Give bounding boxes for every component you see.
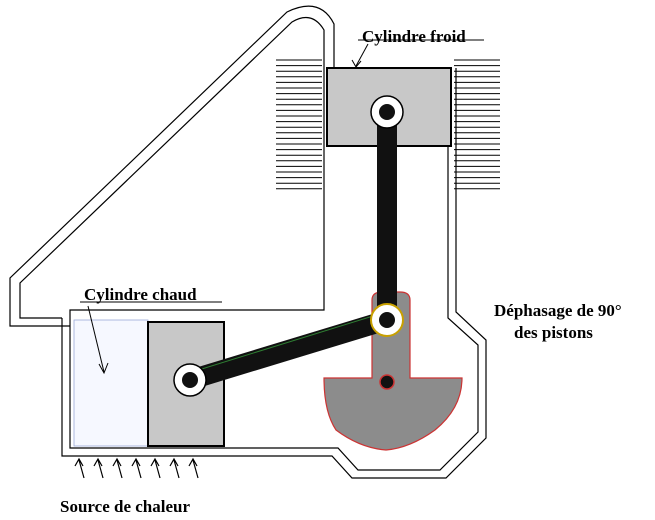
- heat-arrow: [93, 457, 104, 479]
- cooling-fins-right: [454, 59, 500, 190]
- heat-source-label: Source de chaleur: [60, 497, 190, 516]
- cold-cylinder-label: Cylindre froid: [362, 27, 466, 46]
- cold-piston-pivot: [370, 95, 404, 129]
- hot-piston: [147, 321, 225, 447]
- flywheel-axle: [379, 374, 395, 390]
- transfer-tube: [9, 5, 335, 327]
- crank-pivot: [370, 303, 404, 337]
- hot-connecting-rod: [187, 310, 390, 390]
- hot-chamber: [73, 319, 149, 447]
- cooling-fins-left: [276, 59, 322, 190]
- engine-body: [61, 68, 487, 479]
- phase-shift-label-line2: des pistons: [514, 323, 593, 342]
- heat-arrow: [74, 457, 85, 479]
- heat-arrow: [150, 457, 161, 479]
- heat-arrow: [112, 457, 123, 479]
- hot-label-pointer: [87, 305, 105, 373]
- rod-highlight: [191, 311, 387, 373]
- heat-arrow: [131, 457, 142, 479]
- phase-shift-label-line1: Déphasage de 90°: [494, 301, 622, 320]
- heat-arrows: [74, 457, 199, 479]
- hot-cylinder-label: Cylindre chaud: [84, 285, 197, 304]
- hot-piston-pivot: [173, 363, 207, 397]
- cold-label-pointer: [355, 43, 369, 67]
- heat-arrow: [188, 457, 199, 479]
- heat-arrow: [169, 457, 180, 479]
